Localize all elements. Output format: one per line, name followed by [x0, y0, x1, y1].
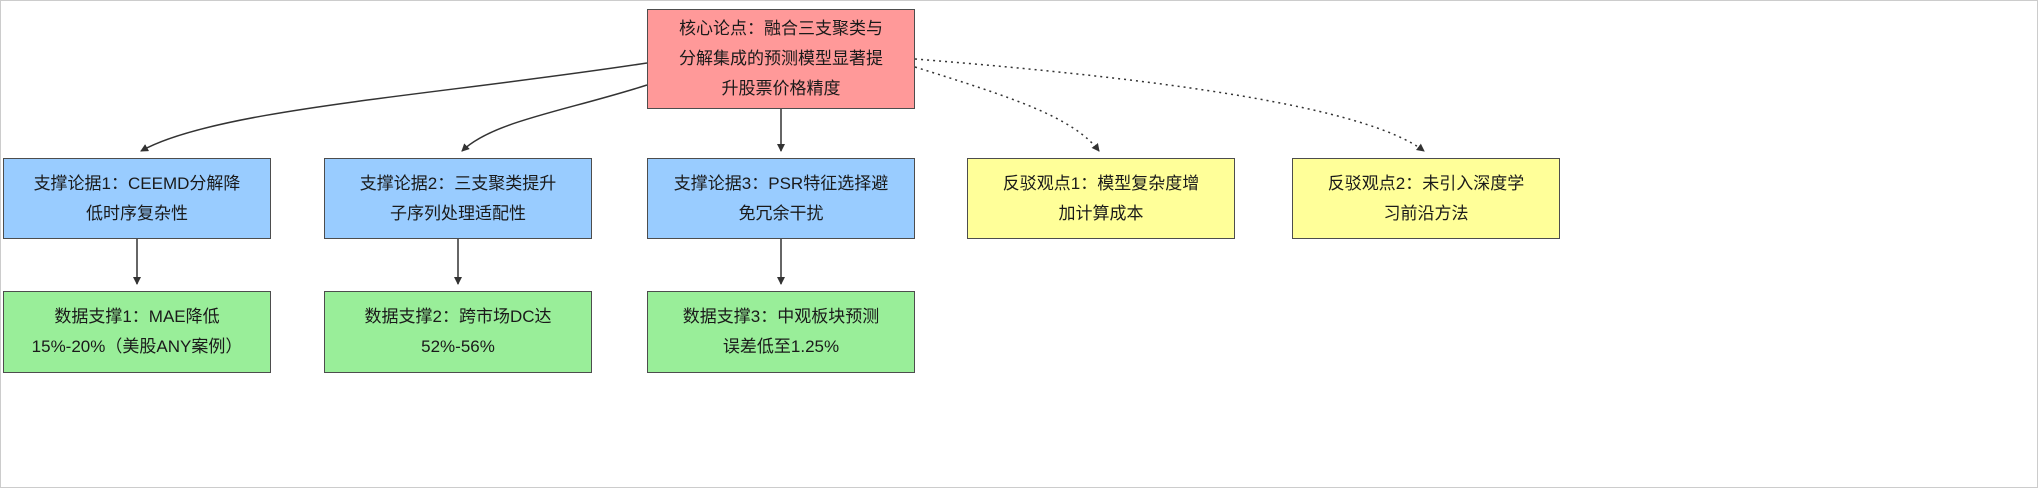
node-label-line: 误差低至1.25% [722, 337, 840, 356]
node-label-line: 15%-20%（美股ANY案例） [31, 337, 243, 356]
node-label-line: 数据支撑2：跨市场DC达 [364, 307, 552, 326]
node-label-line: 支撑论据3：PSR特征选择避 [673, 173, 889, 193]
node-label-line: 支撑论据1：CEEMD分解降 [33, 173, 241, 193]
node-label-line: 低时序复杂性 [86, 203, 188, 223]
counter-argument-2-node: 反驳观点2：未引入深度学 习前沿方法 [1292, 158, 1560, 239]
node-label-line: 数据支撑1：MAE降低 [54, 307, 220, 326]
node-label-line: 核心论点：融合三支聚类与 [679, 19, 883, 38]
data-evidence-2-node: 数据支撑2：跨市场DC达 52%-56% [324, 291, 592, 373]
data-evidence-3-node: 数据支撑3：中观板块预测 误差低至1.25% [647, 291, 915, 373]
support-argument-2-node: 支撑论据2：三支聚类提升 子序列处理适配性 [324, 158, 592, 239]
support-argument-3-node: 支撑论据3：PSR特征选择避 免冗余干扰 [647, 158, 915, 239]
node-label-line: 52%-56% [421, 337, 495, 356]
edge-root-support2 [461, 84, 648, 152]
core-thesis-node: 核心论点：融合三支聚类与 分解集成的预测模型显著提 升股票价格精度 [647, 9, 915, 109]
counter-argument-1-node: 反驳观点1：模型复杂度增 加计算成本 [967, 158, 1235, 239]
node-label-line: 反驳观点1：模型复杂度增 [1002, 173, 1200, 193]
edge-root-support1 [140, 62, 648, 152]
node-label-line: 反驳观点2：未引入深度学 [1327, 173, 1525, 193]
edge-root-counter1 [914, 66, 1100, 152]
node-label-line: 支撑论据2：三支聚类提升 [359, 173, 557, 193]
node-label-line: 免冗余干扰 [738, 203, 824, 223]
node-label-line: 分解集成的预测模型显著提 [679, 49, 883, 68]
node-label-line: 加计算成本 [1058, 203, 1144, 223]
data-evidence-1-node: 数据支撑1：MAE降低 15%-20%（美股ANY案例） [3, 291, 271, 373]
node-label-line: 习前沿方法 [1383, 203, 1469, 223]
node-label-line: 升股票价格精度 [721, 79, 841, 98]
node-label-line: 子序列处理适配性 [390, 203, 526, 223]
node-label-line: 数据支撑3：中观板块预测 [682, 307, 880, 326]
support-argument-1-node: 支撑论据1：CEEMD分解降 低时序复杂性 [3, 158, 271, 239]
edge-root-counter2 [914, 58, 1425, 152]
